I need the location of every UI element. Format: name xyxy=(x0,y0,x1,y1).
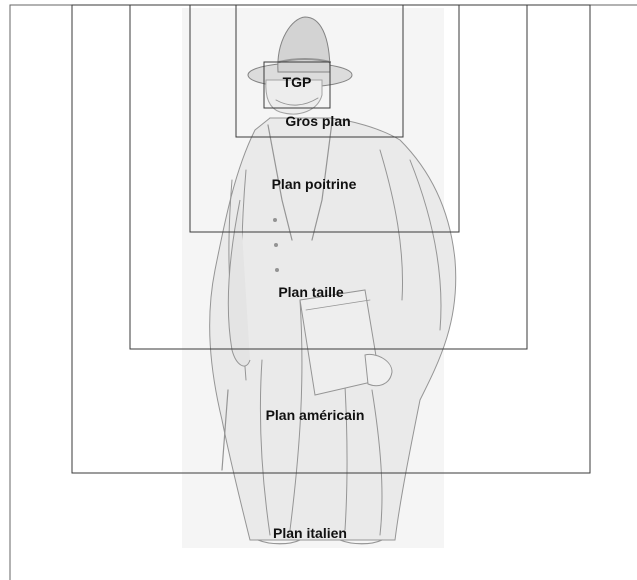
label-plan-italien: Plan italien xyxy=(273,525,347,541)
label-plan-taille: Plan taille xyxy=(278,284,344,300)
label-plan-poitrine: Plan poitrine xyxy=(272,176,357,192)
label-tgp: TGP xyxy=(283,74,312,90)
label-gros-plan: Gros plan xyxy=(285,113,350,129)
label-plan-americain: Plan américain xyxy=(266,407,365,423)
man-sketch-illustration xyxy=(182,8,456,548)
